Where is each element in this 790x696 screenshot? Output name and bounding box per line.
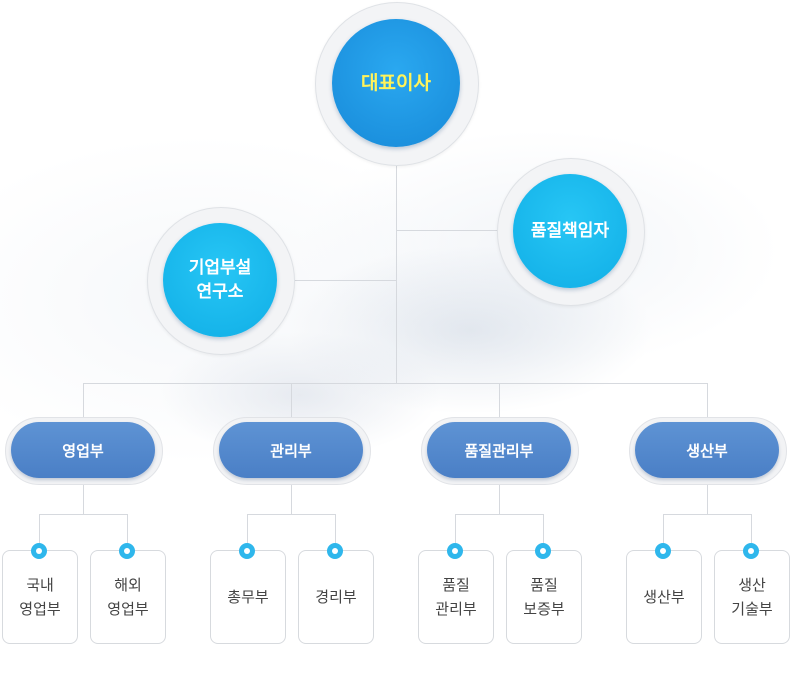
- connector-dot: [31, 543, 47, 559]
- connector-line: [291, 478, 292, 514]
- connector-line: [499, 383, 500, 421]
- team-label: 품질 관리부: [435, 576, 477, 618]
- department-label: 영업부: [62, 441, 104, 460]
- team-box-general-affairs: 총무부: [210, 550, 286, 644]
- connector-dot: [447, 543, 463, 559]
- connector-line: [292, 280, 396, 281]
- connector-line: [396, 230, 500, 231]
- team-label: 품질 보증부: [523, 576, 565, 618]
- department-label: 생산부: [686, 441, 728, 460]
- department-production: 생산부: [635, 422, 779, 478]
- connector-dot: [119, 543, 135, 559]
- connector-line: [396, 148, 397, 384]
- team-label: 생산부: [643, 588, 685, 606]
- department-label: 관리부: [270, 441, 312, 460]
- connector-line: [707, 383, 708, 421]
- team-box-production: 생산부: [626, 550, 702, 644]
- quality-officer-label: 품질책임자: [530, 221, 610, 241]
- team-box-domestic-sales: 국내 영업부: [2, 550, 78, 644]
- team-label: 국내 영업부: [19, 576, 61, 618]
- connector-line: [83, 383, 708, 384]
- connector-line: [455, 514, 456, 546]
- team-box-production-technology: 생산 기술부: [714, 550, 790, 644]
- connector-dot: [535, 543, 551, 559]
- connector-line: [499, 478, 500, 514]
- team-box-quality-assurance: 품질 보증부: [506, 550, 582, 644]
- connector-dot: [239, 543, 255, 559]
- research-lab-label: 기업부설 연구소: [188, 258, 252, 302]
- department-sales: 영업부: [11, 422, 155, 478]
- connector-line: [291, 383, 292, 421]
- department-label: 품질관리부: [464, 441, 534, 460]
- connector-dot: [655, 543, 671, 559]
- team-box-accounting: 경리부: [298, 550, 374, 644]
- connector-line: [39, 514, 40, 546]
- department-quality-control: 품질관리부: [427, 422, 571, 478]
- team-box-overseas-sales: 해외 영업부: [90, 550, 166, 644]
- team-label: 경리부: [315, 588, 357, 606]
- connector-line: [663, 514, 751, 515]
- team-label: 총무부: [227, 588, 269, 606]
- connector-dot: [327, 543, 343, 559]
- connector-line: [543, 514, 544, 546]
- connector-line: [751, 514, 752, 546]
- department-admin: 관리부: [219, 422, 363, 478]
- connector-line: [39, 514, 127, 515]
- connector-line: [455, 514, 543, 515]
- team-label: 해외 영업부: [107, 576, 149, 618]
- ceo-label: 대표이사: [361, 72, 431, 94]
- connector-line: [707, 478, 708, 514]
- ceo-node: 대표이사: [332, 19, 460, 147]
- quality-officer-node: 품질책임자: [513, 174, 627, 288]
- connector-line: [247, 514, 335, 515]
- team-box-quality-management: 품질 관리부: [418, 550, 494, 644]
- research-lab-node: 기업부설 연구소: [163, 223, 277, 337]
- team-label: 생산 기술부: [731, 576, 773, 618]
- connector-line: [83, 478, 84, 514]
- connector-line: [335, 514, 336, 546]
- connector-line: [663, 514, 664, 546]
- connector-line: [127, 514, 128, 546]
- connector-line: [83, 383, 84, 421]
- connector-dot: [743, 543, 759, 559]
- connector-line: [247, 514, 248, 546]
